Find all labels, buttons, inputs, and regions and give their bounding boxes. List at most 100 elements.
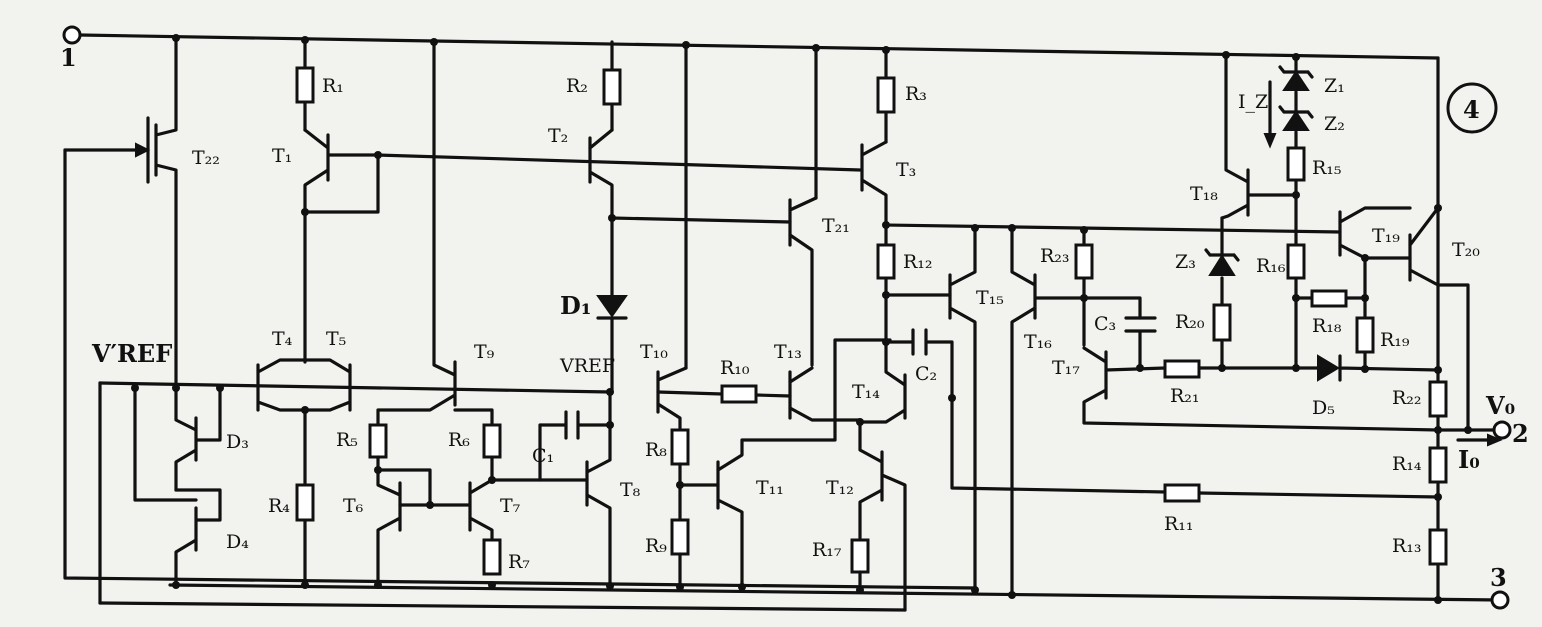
d3-label: D₃ [226, 431, 249, 453]
d3-body [174, 386, 222, 492]
resistor-r13 [1428, 528, 1448, 566]
t13-body [788, 366, 862, 422]
c1-label: C₁ [532, 445, 554, 467]
resistor-r23 [1074, 243, 1094, 280]
capacitor-c1 [564, 410, 580, 440]
r23-label: R₂₃ [1040, 245, 1070, 267]
vref-label: VREF [559, 355, 615, 377]
r3-label: R₃ [905, 83, 927, 105]
t1-bias-line [376, 153, 862, 172]
r17-label: R₁₇ [812, 539, 842, 561]
resistor-r20 [1212, 303, 1232, 342]
terminal-1[interactable] [62, 25, 82, 45]
t8-label: T₈ [620, 479, 641, 501]
iz-label: I_Z [1238, 91, 1268, 113]
t8-body [585, 390, 612, 587]
t4-label: T₄ [272, 328, 293, 350]
t22-body [138, 36, 178, 390]
r6-label: R₆ [448, 429, 470, 451]
t19-body [1338, 206, 1412, 260]
resistor-r2 [602, 68, 622, 106]
r15-label: R₁₅ [1312, 157, 1342, 179]
t19-label: T₁₉ [1372, 225, 1400, 247]
t21-body [788, 196, 818, 367]
t10-label: T₁₀ [640, 341, 668, 363]
resistor-r5 [368, 423, 388, 459]
resistor-r4 [295, 483, 315, 522]
t15-label: T₁₅ [976, 287, 1004, 309]
t14-body [858, 340, 907, 424]
t7-body [398, 478, 494, 542]
z2-label: Z₂ [1324, 113, 1345, 135]
t13-label: T₁₃ [774, 341, 802, 363]
d4-label: D₄ [226, 531, 249, 553]
capacitor-c3 [1124, 316, 1157, 333]
resistor-r22 [1428, 380, 1448, 418]
terminal-2[interactable] [1492, 420, 1512, 440]
t2-label: T₂ [548, 125, 568, 147]
r12-label: R₁₂ [903, 251, 933, 273]
c3-wire [1082, 296, 1142, 370]
d5-label: D₅ [1312, 397, 1335, 419]
r14-label: R₁₄ [1392, 453, 1422, 475]
t16-label: T₁₆ [1024, 331, 1052, 353]
resistor-r8 [670, 428, 690, 466]
t3-emitter-bus [884, 223, 1342, 234]
t9-label: T₉ [474, 341, 495, 363]
resistor-r7 [482, 538, 502, 576]
t9-body [376, 38, 457, 427]
t20-label: T₂₀ [1452, 239, 1480, 261]
resistor-r17 [850, 538, 870, 574]
t12-label: T₁₂ [826, 477, 854, 499]
c1-wires [538, 423, 612, 482]
t6-body [376, 455, 432, 587]
r19-label: R₁₉ [1380, 329, 1410, 351]
t17-body [1082, 346, 1440, 432]
junction-dots [131, 34, 1442, 604]
t4-t5-pair [256, 358, 352, 412]
vref-prime-bus [98, 381, 612, 394]
r18-label: R₁₈ [1312, 315, 1342, 337]
t6-label: T₆ [343, 495, 364, 517]
r10-label: R₁₀ [720, 357, 750, 379]
c2-label: C₂ [915, 363, 937, 385]
diode-d5 [1317, 354, 1340, 382]
capacitor-c2 [911, 328, 928, 356]
bottom-ground-rail [168, 583, 1502, 602]
r11-wire [950, 396, 1440, 499]
t22-gate-arrow [135, 142, 151, 158]
r4-label: R₄ [268, 495, 290, 517]
zener-z1 [1282, 70, 1310, 91]
c3-label: C₃ [1094, 313, 1116, 335]
resistor-r3 [876, 76, 896, 114]
resistor-r16 [1286, 243, 1306, 280]
resistor-r15 [1286, 146, 1306, 182]
t16-body [1010, 226, 1086, 597]
r9-label: R₉ [645, 535, 667, 557]
terminal-2-label: 2 [1512, 419, 1529, 448]
vref-prime-label: V′REF [91, 339, 172, 368]
resistor-r18 [1310, 289, 1348, 308]
terminal-1-label: 1 [60, 43, 77, 72]
t18-label: T₁₈ [1190, 183, 1218, 205]
t1-label: T₁ [272, 145, 292, 167]
r1-label: R₁ [322, 75, 344, 97]
figure-number: 4 [1463, 95, 1480, 124]
r8-label: R₈ [645, 439, 667, 461]
terminal-3[interactable] [1490, 590, 1510, 610]
t18-body [1220, 53, 1298, 220]
top-supply-rail [78, 33, 1440, 60]
t22-label: T₂₂ [192, 147, 220, 169]
diode-d1 [596, 295, 628, 318]
resistor-r14 [1428, 446, 1448, 484]
vo-label: V₀ [1485, 391, 1515, 420]
resistor-r11 [1163, 483, 1201, 503]
resistor-r10 [720, 384, 758, 404]
gate-feed-line [63, 148, 977, 590]
t20-body [1408, 206, 1470, 432]
zener-z2 [1282, 110, 1310, 131]
resistor-r21 [1163, 359, 1201, 379]
r10-wire [656, 390, 792, 398]
z3-label: Z₃ [1175, 251, 1196, 273]
